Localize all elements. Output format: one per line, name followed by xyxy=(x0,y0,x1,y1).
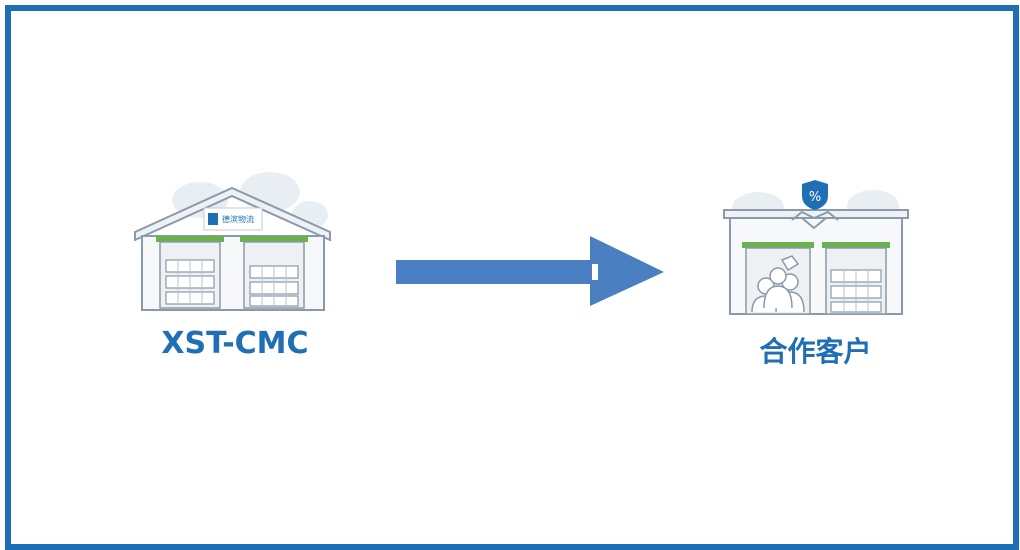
source-node-label: XST-CMC xyxy=(161,326,309,361)
sign-text: 德滨物流 xyxy=(222,214,254,224)
target-node-label: 合作客户 xyxy=(759,335,872,368)
handshake-icon xyxy=(791,210,839,230)
shield-badge-icon: % xyxy=(802,180,828,210)
badge-text: % xyxy=(809,190,821,205)
warehouse-icon: 德滨物流 xyxy=(130,170,340,315)
arrow-right-icon xyxy=(396,236,664,312)
workers-icon xyxy=(751,255,805,313)
partner-warehouse-icon: % xyxy=(718,178,913,318)
